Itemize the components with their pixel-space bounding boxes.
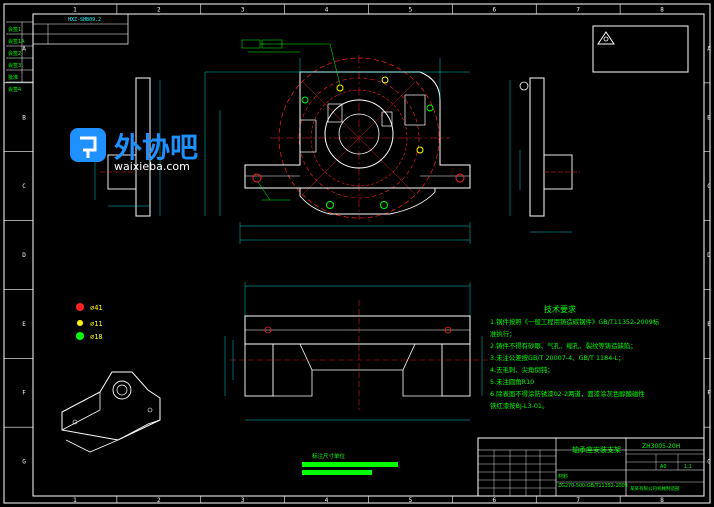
bottom-label: 标注尺寸单位 xyxy=(312,452,346,460)
grid-column-7-top: 7 xyxy=(576,7,580,14)
grid-column-1-bottom: 1 xyxy=(73,497,77,504)
grid-column-6-top: 6 xyxy=(493,7,497,14)
grid-column-4-top: 4 xyxy=(325,7,329,14)
front-view xyxy=(204,39,471,244)
legend-symbol-red xyxy=(76,303,84,311)
grid-row-D-right: D xyxy=(707,252,711,259)
left-label-6: 会签4 xyxy=(8,86,21,93)
grid-row-G-left: G xyxy=(22,459,26,466)
watermark: 外协吧 waixieba.com xyxy=(70,128,198,173)
left-label-3: 会签2 xyxy=(8,50,21,57)
grid-row-A-left: A xyxy=(22,45,26,52)
grid-column-8-bottom: 8 xyxy=(660,497,664,504)
side-view-right xyxy=(509,77,580,233)
surface-finish-box xyxy=(592,25,689,73)
left-label-1: 会签1 xyxy=(8,26,21,33)
grid-column-2-bottom: 2 xyxy=(157,497,161,504)
grid-row-B-left: B xyxy=(22,114,26,121)
grid-column-3-bottom: 3 xyxy=(241,497,245,504)
legend-label-1: ⌀41 xyxy=(90,304,103,312)
notes-title: 技术要求 xyxy=(544,304,576,314)
legend-label-2: ⌀11 xyxy=(90,320,103,328)
note-line-8: 铁红漆按BJ-L3-01。 xyxy=(490,401,548,410)
outer-frame xyxy=(3,3,711,504)
bottom-unit-label: 标注尺寸单位 xyxy=(302,452,398,475)
material-label: 材料 xyxy=(558,473,568,480)
watermark-logo-icon xyxy=(70,128,106,162)
note-line-4: 3.未注公差按GB/T 20007-4、GB/T 1184-L； xyxy=(490,353,625,362)
grid-column-5-top: 5 xyxy=(409,7,413,14)
grid-column-markers: 1 1 2 2 3 3 4 4 5 5 6 6 7 7 8 8 xyxy=(73,4,664,504)
grid-column-4-bottom: 4 xyxy=(325,497,329,504)
grid-column-2-top: 2 xyxy=(157,7,161,14)
grid-row-B-right: B xyxy=(707,114,711,121)
header-box: HXZ-SHB09.2 xyxy=(32,13,129,45)
note-line-1: 1.钢件按照《一般工程用铸造碳钢件》GB/T11352-2009标 xyxy=(490,317,660,326)
left-label-4: 会签3 xyxy=(8,62,21,69)
top-view xyxy=(224,282,490,421)
grid-column-5-bottom: 5 xyxy=(409,497,413,504)
watermark-brand: 外协吧 xyxy=(114,131,198,164)
grid-row-F-left: F xyxy=(22,390,26,397)
note-line-2: 准执行； xyxy=(490,329,516,338)
scale-value: 1:1 xyxy=(684,464,692,470)
inner-frame xyxy=(32,13,705,497)
grid-row-D-left: D xyxy=(22,252,26,259)
note-line-7: 6.除表面不得涂防锈漆02-2两道，面漆涂灰色醇酸磁性 xyxy=(490,389,645,398)
stage-value: A0 xyxy=(660,464,667,470)
left-label-5: 批准 xyxy=(8,74,18,81)
title-block-grid xyxy=(478,450,556,496)
grid-row-C-left: C xyxy=(22,183,26,190)
hole-legend: ⌀41 ⌀11 ⌀18 xyxy=(76,303,103,341)
grid-row-E-right: E xyxy=(707,321,711,328)
grid-row-E-left: E xyxy=(22,321,26,328)
grid-column-3-top: 3 xyxy=(241,7,245,14)
note-line-6: 5.未注圆角R10 xyxy=(490,377,534,386)
technical-notes: 技术要求 1.钢件按照《一般工程用铸造碳钢件》GB/T11352-2009标 准… xyxy=(490,304,660,410)
grid-column-6-bottom: 6 xyxy=(493,497,497,504)
part-name: 轴承座安装支架 xyxy=(572,445,621,454)
grid-column-8-top: 8 xyxy=(660,7,664,14)
legend-symbol-yellow xyxy=(77,320,83,326)
left-label-2: 会签1A xyxy=(8,38,25,45)
legend-label-3: ⌀18 xyxy=(90,333,103,341)
grid-row-markers: A A B B C C D D E E F F G G xyxy=(4,45,711,466)
grid-row-G-right: G xyxy=(707,459,711,466)
grid-row-F-right: F xyxy=(707,390,711,397)
grid-column-1-top: 1 xyxy=(73,7,77,14)
title-block: 轴承座安装支架 ZH3005-20H 材料 ZG270-500-GB/T1135… xyxy=(477,437,705,497)
grid-column-7-bottom: 7 xyxy=(576,497,580,504)
isometric-view xyxy=(61,371,161,453)
company-name: 某某有限公司机械制造部 xyxy=(630,485,680,492)
drawing-number: ZH3005-20H xyxy=(642,443,680,450)
legend-symbol-green xyxy=(76,332,84,340)
left-signature-strip: 会签1 会签1A 会签2 会签3 批准 会签4 xyxy=(6,21,33,93)
header-code: HXZ-SHB09.2 xyxy=(68,17,101,23)
note-line-3: 2.铸件不得有砂眼、气孔、缩孔、裂纹等铸造缺陷； xyxy=(490,341,637,350)
watermark-url: waixieba.com xyxy=(114,160,190,173)
grid-row-C-right: C xyxy=(707,183,711,190)
grid-row-A-right: A xyxy=(707,45,711,52)
note-line-5: 4.去毛刺、尖角倒钝； xyxy=(490,365,554,374)
material-standard: ZG270-500-GB/T11352-2009 xyxy=(558,483,628,489)
